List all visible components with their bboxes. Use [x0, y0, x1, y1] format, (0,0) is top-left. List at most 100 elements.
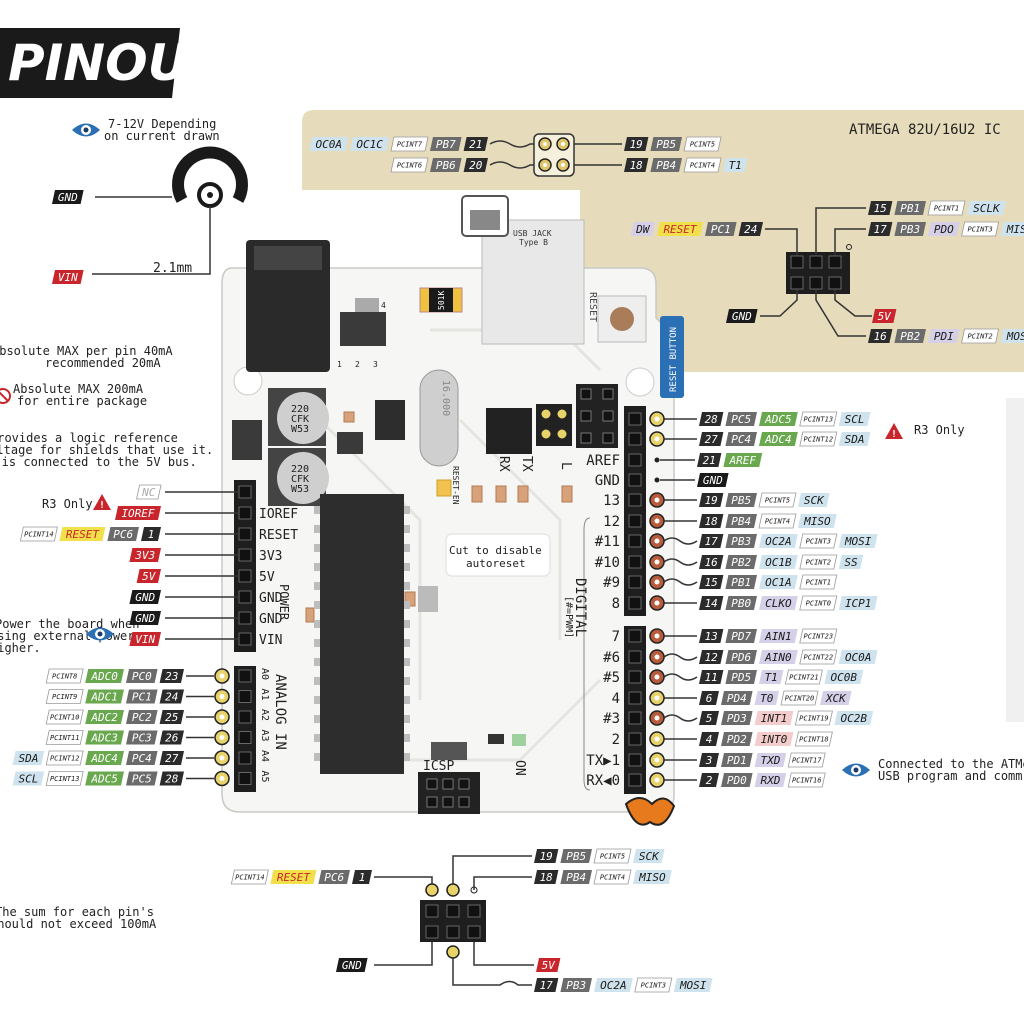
usb-icsp-pin-3[interactable] [602, 410, 614, 422]
digital-header-low [624, 626, 646, 794]
tx-silk: TX [519, 456, 534, 472]
atmega-icsp-row-3-mosi-text: MOSI [1006, 330, 1024, 343]
bottom-icsp-bottom-pcint3: PCINT3 [634, 977, 673, 993]
usb-side-pin-0[interactable] [540, 408, 552, 420]
usb-side-pin-2[interactable] [540, 428, 552, 440]
cut-note-box [445, 533, 551, 577]
digital-pin-16[interactable] [628, 753, 642, 767]
digital-pin-marker-2[interactable] [654, 457, 660, 463]
usb-side-pin-1[interactable] [556, 408, 568, 420]
digital-row-15-int0-text: INT0 [761, 733, 788, 746]
digital-pin-marker-hole-7 [654, 559, 660, 565]
analog-row-3-adc3-text: ADC3 [90, 732, 118, 745]
atmega-icsp-pin-4[interactable] [809, 276, 823, 290]
digital-pin-7[interactable] [628, 555, 642, 569]
atmega-icsp-row-3-mosi: MOSI [1000, 329, 1024, 343]
usb-icsp-pin-4[interactable] [580, 432, 592, 444]
power-pin-5[interactable] [238, 590, 252, 604]
digital-row-10-ain1: AIN1 [759, 629, 798, 643]
digital-row-7-16: 16 [699, 555, 724, 569]
atmega-icsp-pin-5[interactable] [828, 276, 842, 290]
analog-pin-2[interactable] [238, 710, 252, 724]
power-row-2-pc6: PC6 [107, 527, 139, 541]
digital-row-1-pcint12-text: PCINT12 [804, 436, 834, 444]
atmega-icsp-row-1-miso: MISO [1000, 222, 1024, 236]
atmega-icsp-left-pc1: PC1 [705, 222, 737, 236]
bottom-icsp-pin-2[interactable] [467, 904, 481, 918]
usb-side-pin-3[interactable] [556, 428, 568, 440]
digital-pin-8[interactable] [628, 575, 642, 589]
digital-pin-13[interactable] [628, 691, 642, 705]
analog-pin-3[interactable] [238, 731, 252, 744]
analog-row-5-28: 28 [159, 771, 184, 786]
atmega-icsp-pin-3[interactable] [790, 276, 804, 290]
digital-pin-marker-hole-4 [654, 497, 660, 503]
bottom-icsp-marker-0[interactable] [425, 883, 439, 897]
reset-button-tag [660, 316, 684, 398]
board-icsp-pin-4[interactable] [442, 796, 454, 808]
analog-pin-1[interactable] [238, 690, 252, 703]
board-icsp-pin-2[interactable] [458, 778, 470, 790]
note-sum-1: The sum for each pin's [0, 905, 154, 919]
power-pin-4[interactable] [238, 569, 252, 583]
power-pin-0[interactable] [238, 485, 252, 499]
dip-pin-left-11 [314, 715, 320, 723]
atmega-icsp-pin-1[interactable] [809, 255, 823, 269]
bottom-icsp-pin-4[interactable] [446, 925, 460, 939]
analog-pin-5[interactable] [238, 772, 252, 785]
digital-wire-11 [663, 653, 698, 661]
board-icsp-pin-1[interactable] [442, 778, 454, 790]
digital-pin-marker-3[interactable] [654, 477, 660, 483]
atmega-top-left-0-pb7: PB7 [430, 137, 462, 151]
regulator-pin-2: 2 [355, 360, 360, 369]
power-pin-7[interactable] [238, 632, 252, 646]
jack-note-line-2: on current drawn [104, 129, 220, 143]
power-pin-2[interactable] [238, 527, 252, 541]
on-silk: ON [512, 760, 527, 776]
bottom-icsp-marker-1[interactable] [446, 883, 460, 897]
digital-pin-1[interactable] [628, 432, 642, 446]
digital-pin-3[interactable] [628, 473, 642, 487]
digital-pin-14[interactable] [628, 711, 642, 725]
atmega-icsp-row-0-pcint1-text: PCINT1 [934, 205, 959, 213]
digital-pin-17[interactable] [628, 773, 642, 787]
dip-pin-left-4 [314, 582, 320, 590]
bottom-icsp-pin-3[interactable] [425, 925, 439, 939]
analog-pin-0[interactable] [238, 669, 252, 683]
board-icsp-pin-0[interactable] [426, 778, 438, 790]
bottom-icsp-pin-0[interactable] [425, 904, 439, 918]
digital-row-16-3-text: 3 [705, 754, 713, 767]
power-silk-4: GND [259, 591, 283, 606]
bottom-icsp-pin-1[interactable] [446, 904, 460, 918]
digital-pin-9[interactable] [628, 596, 642, 610]
board-icsp-pin-3[interactable] [426, 796, 438, 808]
bottom-icsp-marker-3[interactable] [446, 945, 460, 959]
usb-icsp-pin-2[interactable] [580, 410, 592, 422]
power-pin-6[interactable] [238, 611, 252, 625]
digital-pin-10[interactable] [628, 629, 642, 643]
bottom-icsp-pin-5[interactable] [467, 925, 481, 939]
digital-pin-4[interactable] [628, 493, 642, 507]
digital-pin-11[interactable] [628, 650, 642, 664]
analog-silk-4: A4 [259, 750, 270, 762]
atmega-icsp-pin-2[interactable] [828, 255, 842, 269]
power-pin-1[interactable] [238, 506, 252, 520]
usb-icsp-pin-1[interactable] [602, 388, 614, 400]
digital-pin-5[interactable] [628, 514, 642, 528]
digital-row-13-pcint20: PCINT20 [780, 690, 819, 706]
analog-row-2-pcint10: PCINT10 [45, 709, 84, 725]
analog-row-5-scl: SCL [12, 771, 45, 786]
board-icsp-pin-5[interactable] [458, 796, 470, 808]
digital-pin-6[interactable] [628, 534, 642, 548]
digital-pin-0[interactable] [628, 412, 642, 426]
usb-icsp-pin-0[interactable] [580, 388, 592, 400]
usb-icsp-pin-5[interactable] [602, 432, 614, 444]
digital-pin-marker-hole-5 [654, 518, 660, 524]
digital-pin-12[interactable] [628, 670, 642, 684]
power-pin-3[interactable] [238, 548, 252, 562]
atmega-icsp-pin-0[interactable] [790, 255, 804, 269]
digital-pin-15[interactable] [628, 732, 642, 746]
digital-pin-2[interactable] [628, 453, 642, 467]
analog-pin-4[interactable] [238, 751, 252, 765]
